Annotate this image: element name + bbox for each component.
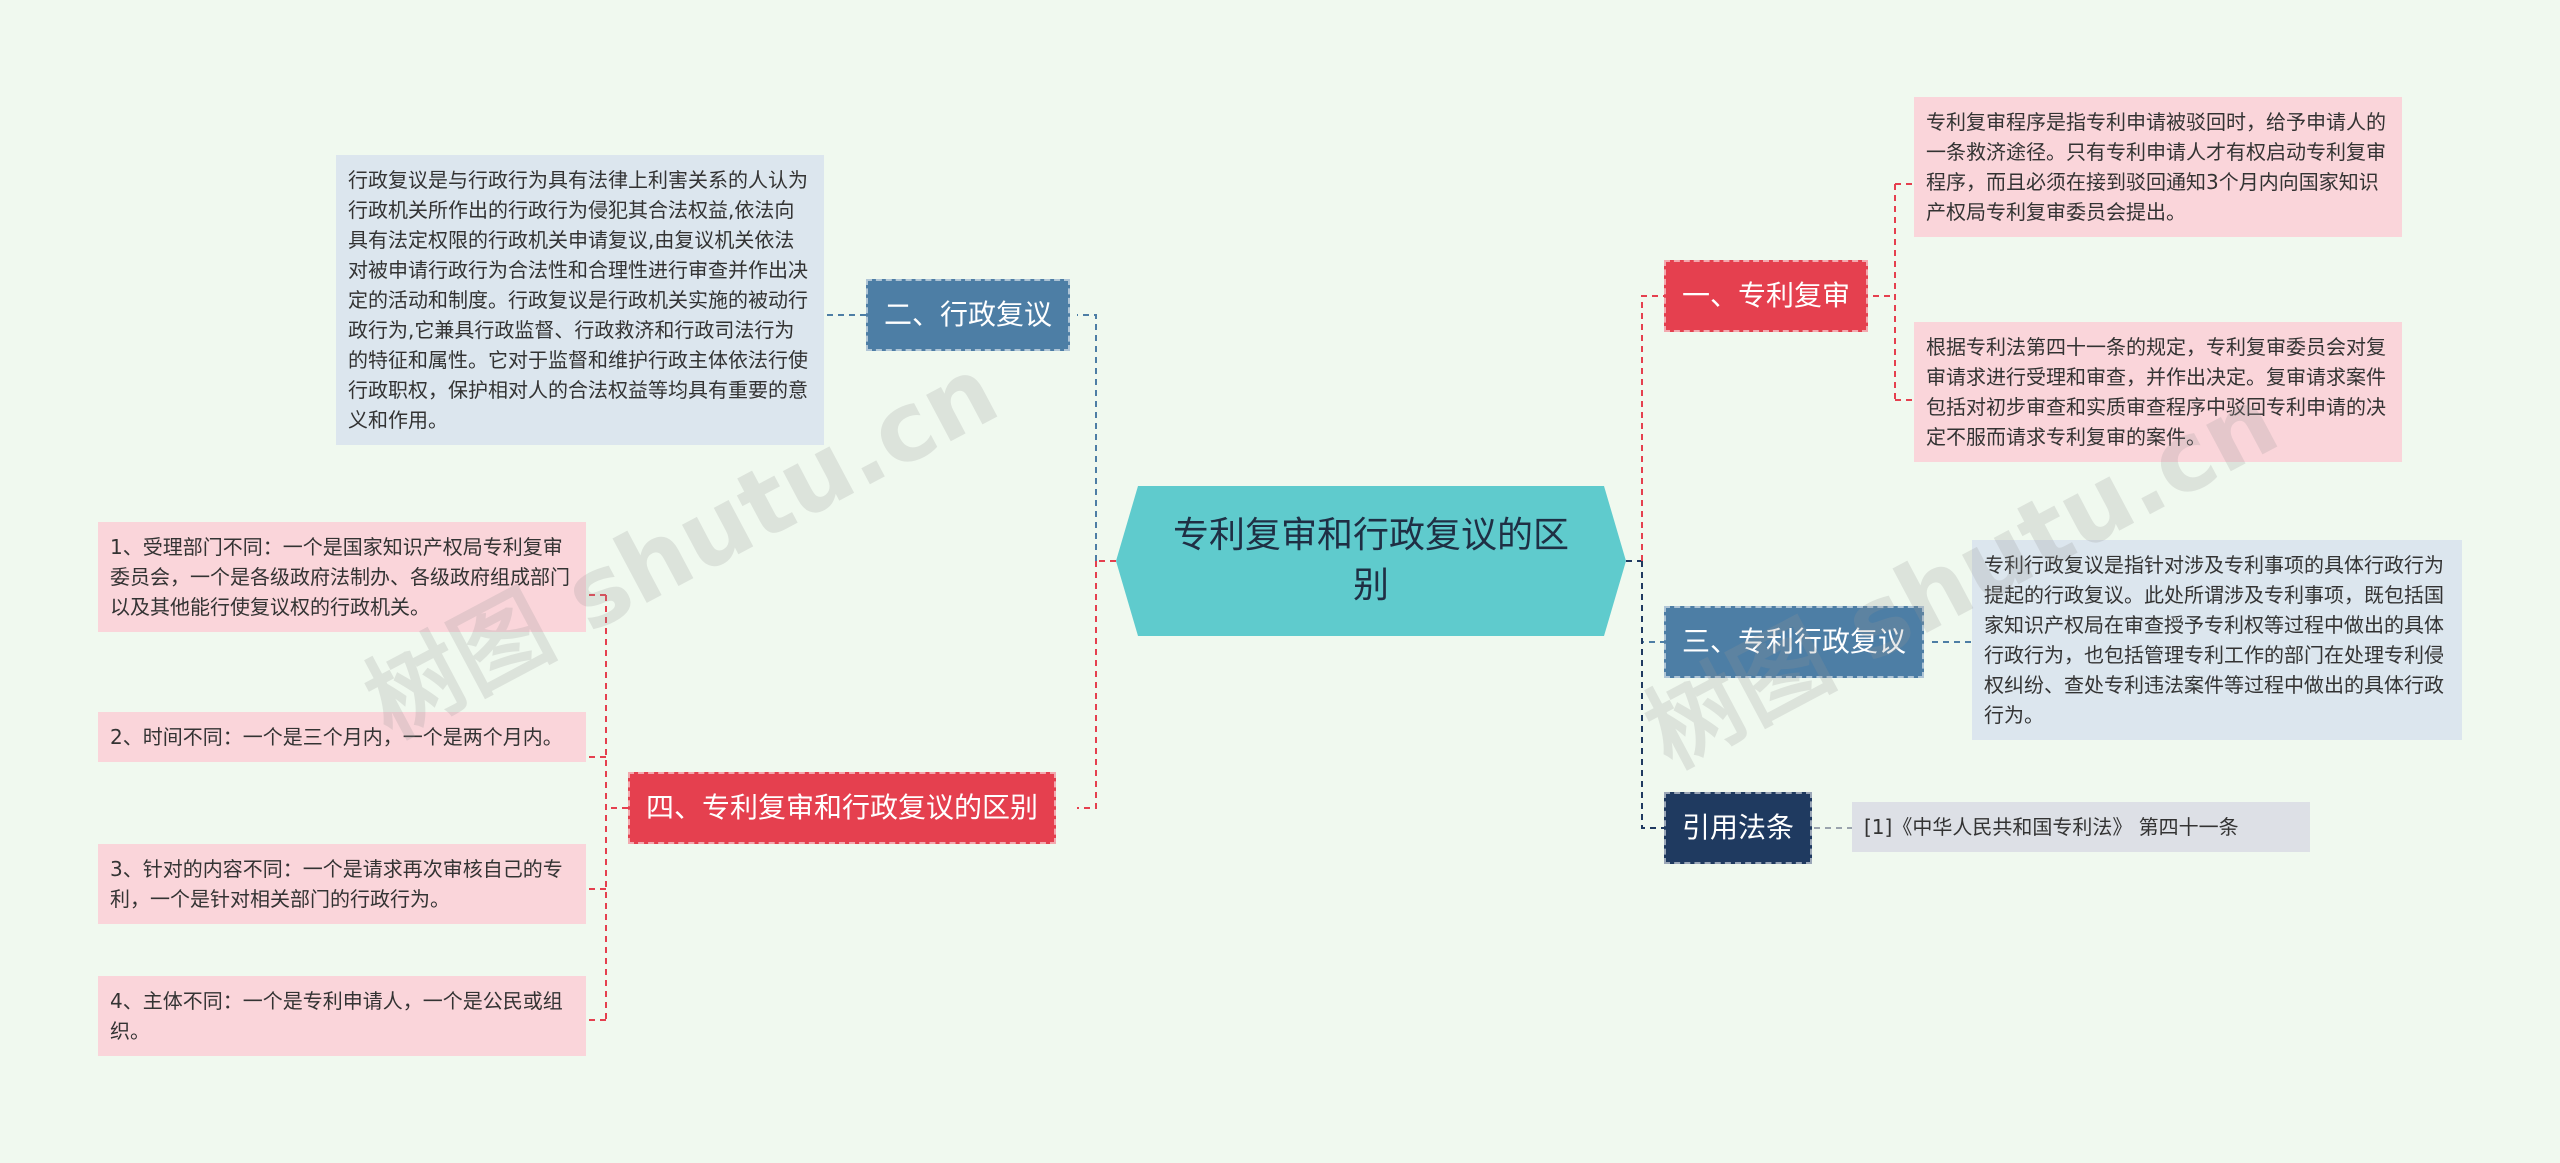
connector-left-differences xyxy=(1077,561,1097,809)
note-text: 根据专利法第四十一条的规定，专利复审委员会对复审请求进行受理和审查，并作出决定。… xyxy=(1926,335,2386,449)
connector-right-patent-admin xyxy=(1641,561,1664,643)
branch-patent-admin-review[interactable]: 三、专利行政复议 xyxy=(1664,606,1925,678)
central-topic-title: 专利复审和行政复议的区别 xyxy=(1172,515,1569,606)
connector-differences-notes xyxy=(586,594,628,1021)
connector-right-patent-review xyxy=(1641,295,1664,561)
note-difference-3[interactable]: 3、针对的内容不同：一个是请求再次审核自己的专利，一个是针对相关部门的行政行为。 xyxy=(98,844,586,924)
note-text: 行政复议是与行政行为具有法律上利害关系的人认为行政机关所作出的行政行为侵犯其合法… xyxy=(348,168,808,432)
branch-differences-label: 四、专利复审和行政复议的区别 xyxy=(646,791,1039,824)
branch-admin-review[interactable]: 二、行政复议 xyxy=(866,279,1071,351)
central-topic[interactable]: 专利复审和行政复议的区别 xyxy=(1116,486,1626,636)
note-text: 1、受理部门不同：一个是国家知识产权局专利复审委员会，一个是各级政府法制办、各级… xyxy=(110,535,570,619)
branch-patent-review-label: 一、专利复审 xyxy=(1682,279,1851,312)
connector-right-citations xyxy=(1641,561,1664,829)
note-difference-2[interactable]: 2、时间不同：一个是三个月内，一个是两个月内。 xyxy=(98,712,586,762)
branch-citations[interactable]: 引用法条 xyxy=(1664,792,1813,864)
note-text: 2、时间不同：一个是三个月内，一个是两个月内。 xyxy=(110,725,563,749)
note-text: 4、主体不同：一个是专利申请人，一个是公民或组织。 xyxy=(110,989,563,1043)
note-text: 专利复审程序是指专利申请被驳回时，给予申请人的一条救济途径。只有专利申请人才有权… xyxy=(1926,110,2386,224)
note-admin-review[interactable]: 行政复议是与行政行为具有法律上利害关系的人认为行政机关所作出的行政行为侵犯其合法… xyxy=(336,155,824,445)
branch-patent-review[interactable]: 一、专利复审 xyxy=(1664,260,1869,332)
note-patent-review-2[interactable]: 根据专利法第四十一条的规定，专利复审委员会对复审请求进行受理和审查，并作出决定。… xyxy=(1914,322,2402,462)
note-patent-admin-review[interactable]: 专利行政复议是指针对涉及专利事项的具体行政行为提起的行政复议。此处所谓涉及专利事… xyxy=(1972,540,2462,740)
note-difference-1[interactable]: 1、受理部门不同：一个是国家知识产权局专利复审委员会，一个是各级政府法制办、各级… xyxy=(98,522,586,632)
branch-patent-admin-review-label: 三、专利行政复议 xyxy=(1682,625,1907,658)
branch-citations-label: 引用法条 xyxy=(1682,811,1795,844)
note-difference-4[interactable]: 4、主体不同：一个是专利申请人，一个是公民或组织。 xyxy=(98,976,586,1056)
note-text: 专利行政复议是指针对涉及专利事项的具体行政行为提起的行政复议。此处所谓涉及专利事… xyxy=(1984,553,2444,727)
note-text: 3、针对的内容不同：一个是请求再次审核自己的专利，一个是针对相关部门的行政行为。 xyxy=(110,857,563,911)
connector-patent-review-notes xyxy=(1873,183,1914,401)
note-patent-review-1[interactable]: 专利复审程序是指专利申请被驳回时，给予申请人的一条救济途径。只有专利申请人才有权… xyxy=(1914,97,2402,237)
connector-left-admin-review xyxy=(1077,314,1097,561)
note-citation[interactable]: [1]《中华人民共和国专利法》 第四十一条 xyxy=(1852,802,2310,852)
branch-differences[interactable]: 四、专利复审和行政复议的区别 xyxy=(628,772,1057,844)
branch-admin-review-label: 二、行政复议 xyxy=(884,298,1053,331)
note-text: [1]《中华人民共和国专利法》 第四十一条 xyxy=(1864,815,2239,839)
